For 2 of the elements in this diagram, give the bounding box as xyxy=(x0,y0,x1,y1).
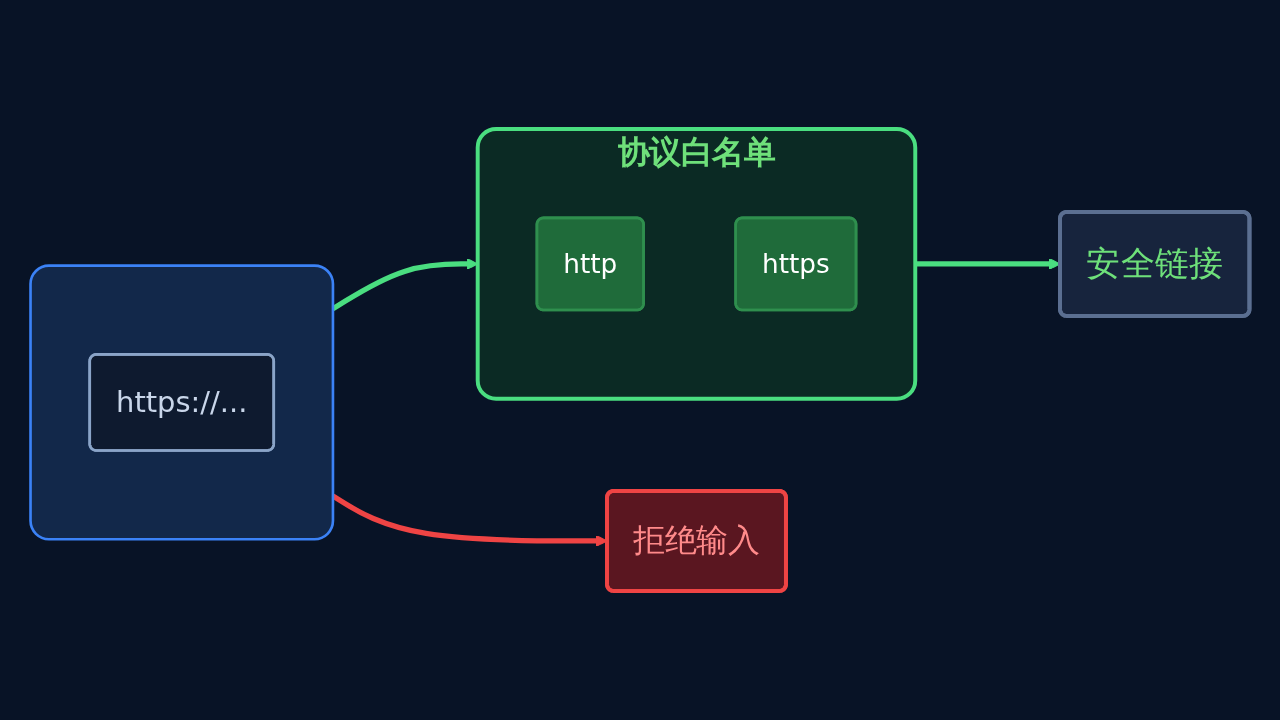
cluster xyxy=(29,264,335,541)
arrow xyxy=(915,258,1061,270)
